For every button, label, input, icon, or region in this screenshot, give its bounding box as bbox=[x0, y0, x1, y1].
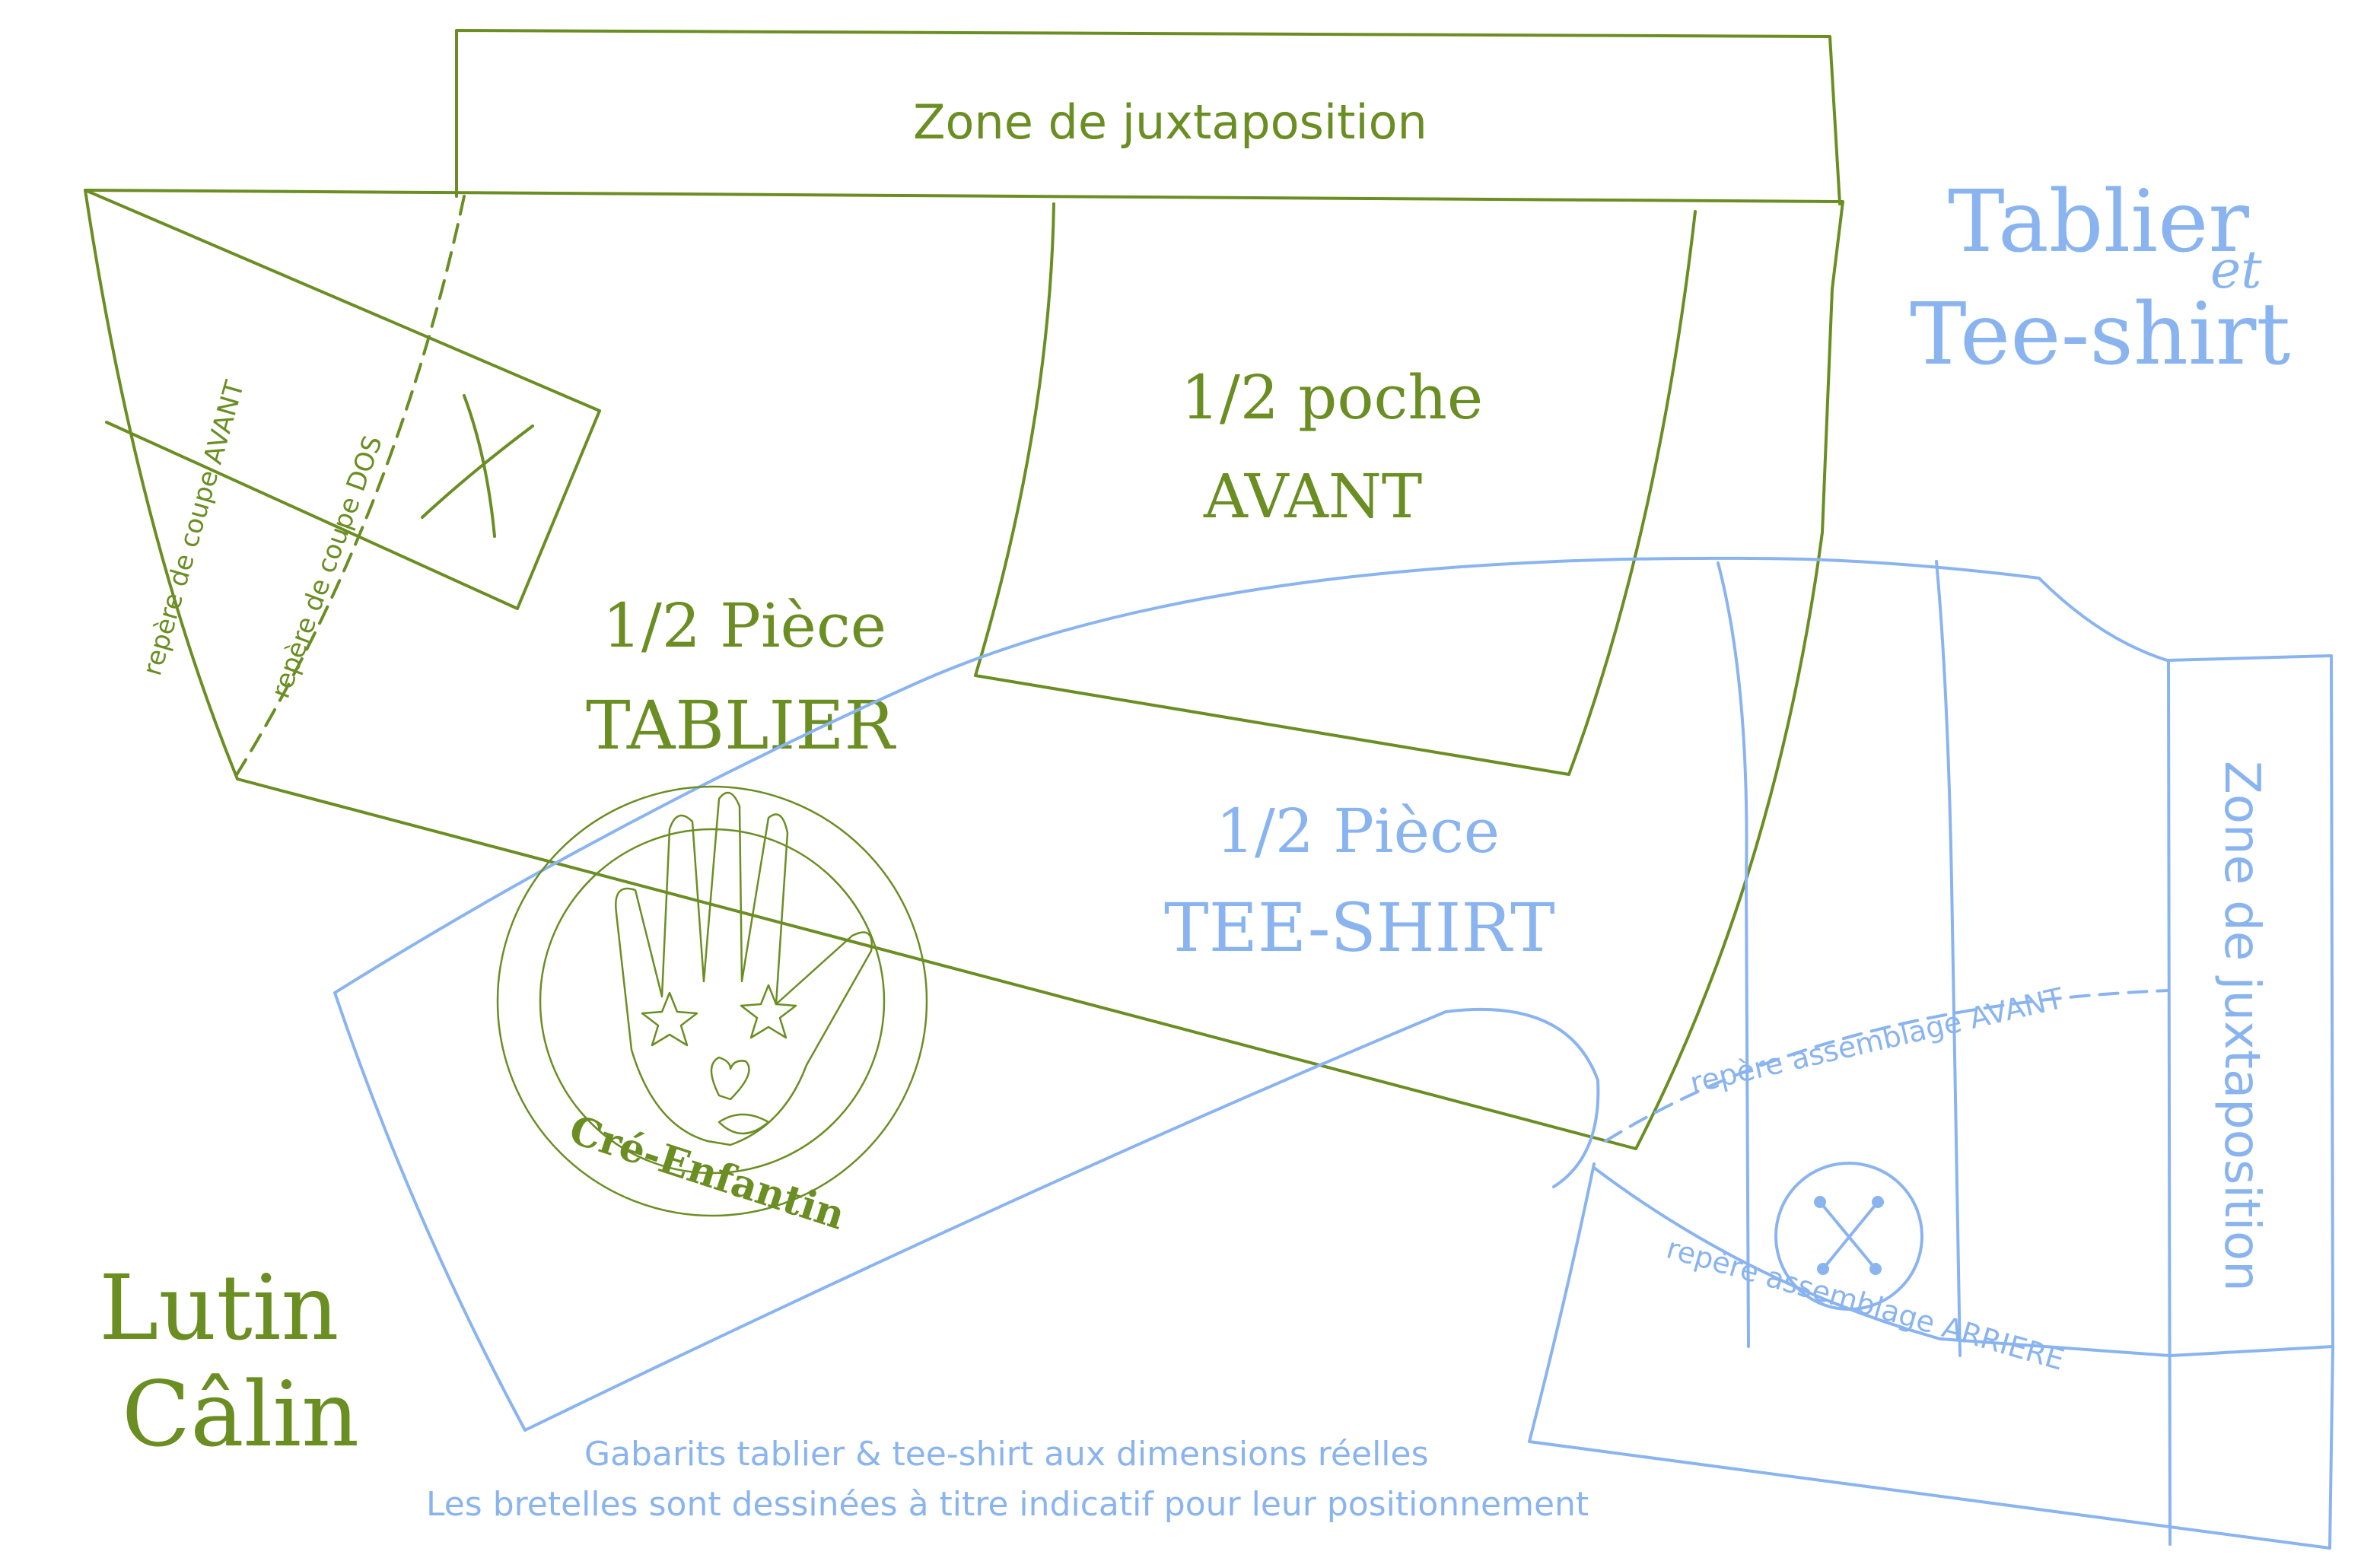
heart-icon bbox=[710, 1056, 750, 1101]
title-connector: et bbox=[2210, 240, 2262, 300]
brand-line2: Câlin bbox=[122, 1362, 359, 1467]
apron-piece-label-line2: TABLIER bbox=[586, 686, 897, 765]
front-pocket-outline bbox=[974, 202, 1697, 776]
apron-piece-label-line1: 1/2 Pièce bbox=[603, 590, 886, 661]
footer-line2: Les bretelles sont dessinées à titre ind… bbox=[426, 1485, 1589, 1524]
teeshirt-body-outline bbox=[1528, 558, 2334, 1550]
teeshirt-overlap-zone bbox=[2167, 660, 2172, 1546]
teeshirt-seam-left bbox=[1717, 561, 1750, 1348]
strap-outline bbox=[84, 189, 601, 610]
title-line2: Tee-shirt bbox=[1910, 285, 2290, 384]
hand-face-logo: Cré-Enfantin bbox=[496, 785, 928, 1239]
pocket-label-line1: 1/2 poche bbox=[1181, 362, 1483, 433]
cut-mark-back-label: repère de coupe DOS bbox=[266, 432, 389, 703]
teeshirt-sleeve-outline bbox=[333, 556, 1806, 1432]
brand-line1: Lutin bbox=[99, 1255, 339, 1360]
apron-outline bbox=[84, 189, 1844, 1150]
cross-mark-icon bbox=[421, 394, 534, 538]
footer-line1: Gabarits tablier & tee-shirt aux dimensi… bbox=[584, 1435, 1429, 1474]
assembly-mark-back-label: repère assemblage ARRIERE bbox=[1663, 1231, 2068, 1376]
title-line1: Tablier bbox=[1948, 173, 2249, 272]
star-eye-right-icon bbox=[740, 984, 797, 1039]
lips-icon bbox=[718, 1113, 770, 1135]
teeshirt-overlap-zone-label: Zone de juxtaposition bbox=[2213, 761, 2270, 1292]
pocket-label-line2: AVANT bbox=[1203, 461, 1422, 532]
assembly-mark-front-label: repère assemblage AVANT bbox=[1687, 981, 2067, 1100]
back-cut-line bbox=[234, 195, 466, 777]
teeshirt-back-assembly-line bbox=[1592, 1166, 2334, 1357]
button-icon bbox=[1774, 1162, 1923, 1311]
apron-overlap-zone bbox=[455, 29, 1841, 205]
apron-overlap-zone-label: Zone de juxtaposition bbox=[913, 94, 1427, 150]
teeshirt-piece-label-line1: 1/2 Pièce bbox=[1216, 796, 1500, 866]
teeshirt-piece-label-line2: TEE-SHIRT bbox=[1164, 889, 1555, 967]
teeshirt-front-assembly-line bbox=[1604, 989, 2170, 1143]
logo-text: Cré-Enfantin bbox=[564, 1106, 851, 1238]
star-eye-left-icon bbox=[641, 991, 698, 1047]
hand-icon bbox=[615, 791, 873, 1146]
apron-pattern: repère de coupe AVANT repère de coupe DO… bbox=[84, 29, 1844, 1150]
teeshirt-seam-right bbox=[1935, 560, 1962, 1357]
